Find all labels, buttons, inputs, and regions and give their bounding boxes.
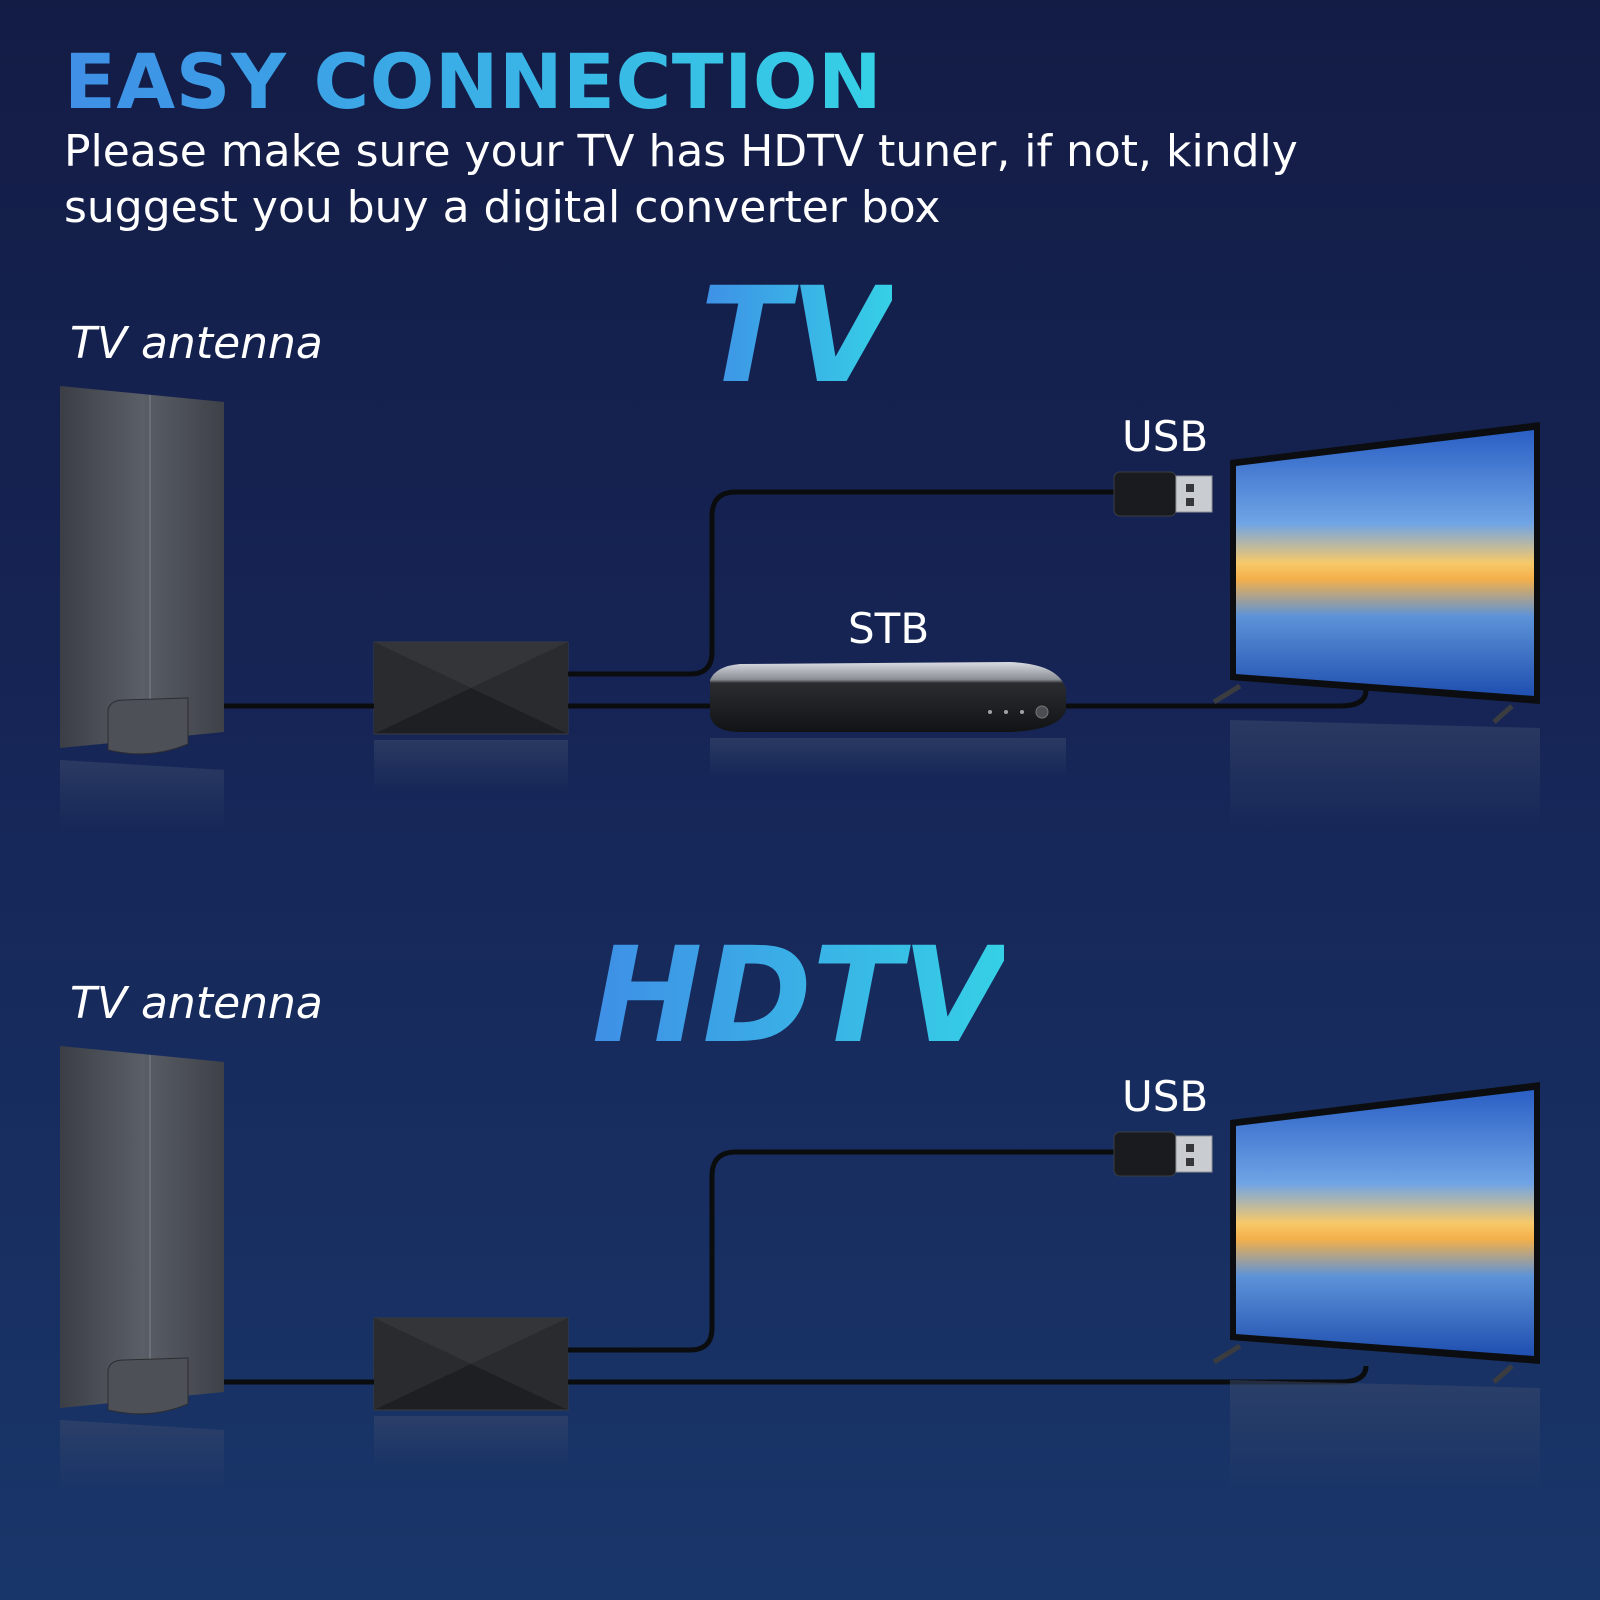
amplifier-box xyxy=(373,1317,569,1466)
antenna-label: TV antenna xyxy=(70,318,323,369)
television xyxy=(1212,1082,1540,1490)
set-top-box xyxy=(710,662,1066,778)
television xyxy=(1212,422,1540,830)
tv-diagram-title: TV xyxy=(700,259,893,413)
usb-label: USB xyxy=(1122,412,1209,461)
coax-cables xyxy=(224,489,1369,709)
antenna-panel xyxy=(60,1046,224,1490)
coax-cables xyxy=(224,1149,1369,1385)
amplifier-box xyxy=(373,641,569,790)
usb-plug xyxy=(1113,1131,1213,1177)
page-subtitle: Please make sure your TV has HDTV tuner,… xyxy=(64,126,1298,233)
usb-label: USB xyxy=(1122,1072,1209,1121)
tv-connection-artwork xyxy=(60,386,1540,830)
hdtv-connection-diagram: HDTV TV antenna USB xyxy=(0,930,1600,1530)
stb-label: STB xyxy=(848,604,930,653)
antenna-panel xyxy=(60,386,224,830)
page-title: EASY CONNECTION xyxy=(64,37,883,126)
usb-plug xyxy=(1113,471,1213,517)
tv-connection-diagram: TV TV antenna USB STB xyxy=(0,270,1600,870)
antenna-label: TV antenna xyxy=(70,978,323,1029)
hdtv-connection-artwork xyxy=(60,1046,1540,1490)
hdtv-diagram-title: HDTV xyxy=(592,919,1005,1073)
